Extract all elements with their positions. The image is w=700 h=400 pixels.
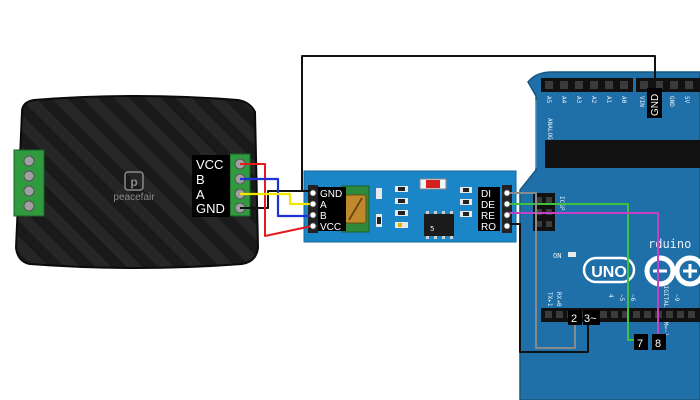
chip-marking: 5 [430, 225, 434, 233]
module-right-label-box [478, 187, 500, 231]
wire-meter-gnd [240, 190, 312, 209]
wire-b-blue [240, 177, 312, 218]
power-pin-label-5v: 5V [683, 96, 690, 104]
analog-pin-label-a4: A4 [560, 96, 567, 104]
pin7-callout [634, 334, 648, 350]
peacefair-logo-icon [124, 171, 144, 191]
meter-pin-gnd: GND [196, 201, 225, 216]
analog-pin-label-a5: A5 [545, 96, 552, 104]
analog-pin-label-a0: A0 [620, 96, 627, 104]
analog-header [541, 78, 633, 92]
pin9-label: ~9 [673, 294, 680, 302]
digital-pin-hole [688, 311, 695, 318]
wire-a-yellow [240, 192, 312, 206]
wire-di-gray [508, 192, 576, 349]
digital-pin-hole [644, 311, 651, 318]
uno-logo-box [582, 256, 636, 284]
analog-pin-label-a3: A3 [575, 96, 582, 104]
digital-pin-hole [545, 311, 552, 318]
max485-chip [424, 214, 454, 236]
pin3-callout [583, 310, 600, 325]
digital-pin-hole [677, 311, 684, 318]
atmega-chip [545, 140, 700, 168]
module-right-header [502, 185, 512, 233]
pin8-callout [652, 334, 666, 350]
wire-re-purple [508, 212, 659, 340]
digital-pin-hole [633, 311, 640, 318]
module-pin-re: RE [481, 211, 495, 222]
rx-label: RX◂0 [555, 292, 562, 307]
pin3-label: 3~ [584, 313, 597, 325]
on-label: ON [553, 252, 561, 260]
digital-pin-hole [611, 311, 618, 318]
analog-pin-label-a1: A1 [605, 96, 612, 104]
module-resistors [376, 186, 472, 228]
module-pin-de: DE [481, 200, 495, 211]
module-pin-vcc: VCC [320, 222, 341, 233]
module-pin-di: DI [481, 189, 491, 200]
meter-pin-vcc: VCC [196, 157, 223, 172]
wire-ro-black [508, 223, 589, 353]
pin5-label: ~5 [618, 294, 625, 302]
uno-logo-text: UNO [591, 264, 627, 281]
module-right-pin-dots [503, 189, 511, 230]
wires [240, 55, 659, 353]
module-left-pin-dots [309, 189, 317, 230]
module-left-header [308, 185, 318, 233]
power-pin-label-vin: VIN [638, 96, 645, 107]
module-pin-b: B [320, 211, 327, 222]
module-pin-ro: RO [481, 222, 496, 233]
module-left-label-box [318, 187, 346, 231]
meter-pin-b: B [196, 172, 205, 187]
module-pin-gnd: GND [320, 189, 342, 200]
pin6-label: ~6 [629, 294, 636, 302]
tx-label: TX▸1 [546, 292, 553, 307]
power-pin-label-gnd: GND [668, 96, 675, 107]
svg-text:p: p [130, 175, 137, 189]
pin4-label: 4 [607, 294, 614, 298]
digital-pin-hole [556, 311, 563, 318]
brand-text: rduino [648, 237, 691, 251]
module-pin-a: A [320, 200, 327, 211]
digital-header [541, 308, 700, 322]
meter-pin-label-box [192, 155, 230, 217]
pin2-callout [568, 310, 582, 325]
wire-vcc-red [240, 163, 313, 237]
analog-pin-label-a2: A2 [590, 96, 597, 104]
brand-label: peacefair [113, 192, 155, 203]
digital-pin-hole [622, 311, 629, 318]
power-pin-label-3v3: 3V3 [698, 96, 700, 107]
pin2-label: 2 [571, 313, 577, 325]
digital-pin-hole [666, 311, 673, 318]
pin7-label: 7 [637, 338, 643, 350]
arduino-gnd-label: GND [650, 94, 661, 116]
energy-meter: p peacefair [13, 95, 260, 269]
pin8-label: 8 [655, 338, 661, 350]
analog-in-label: ANALOG IN [546, 118, 553, 151]
meter-pin-a: A [196, 187, 205, 202]
on-led [568, 252, 576, 257]
arduino-gnd-callout [647, 88, 662, 118]
digital-pin-hole [600, 311, 607, 318]
arduino-infinity-logo [644, 255, 700, 287]
